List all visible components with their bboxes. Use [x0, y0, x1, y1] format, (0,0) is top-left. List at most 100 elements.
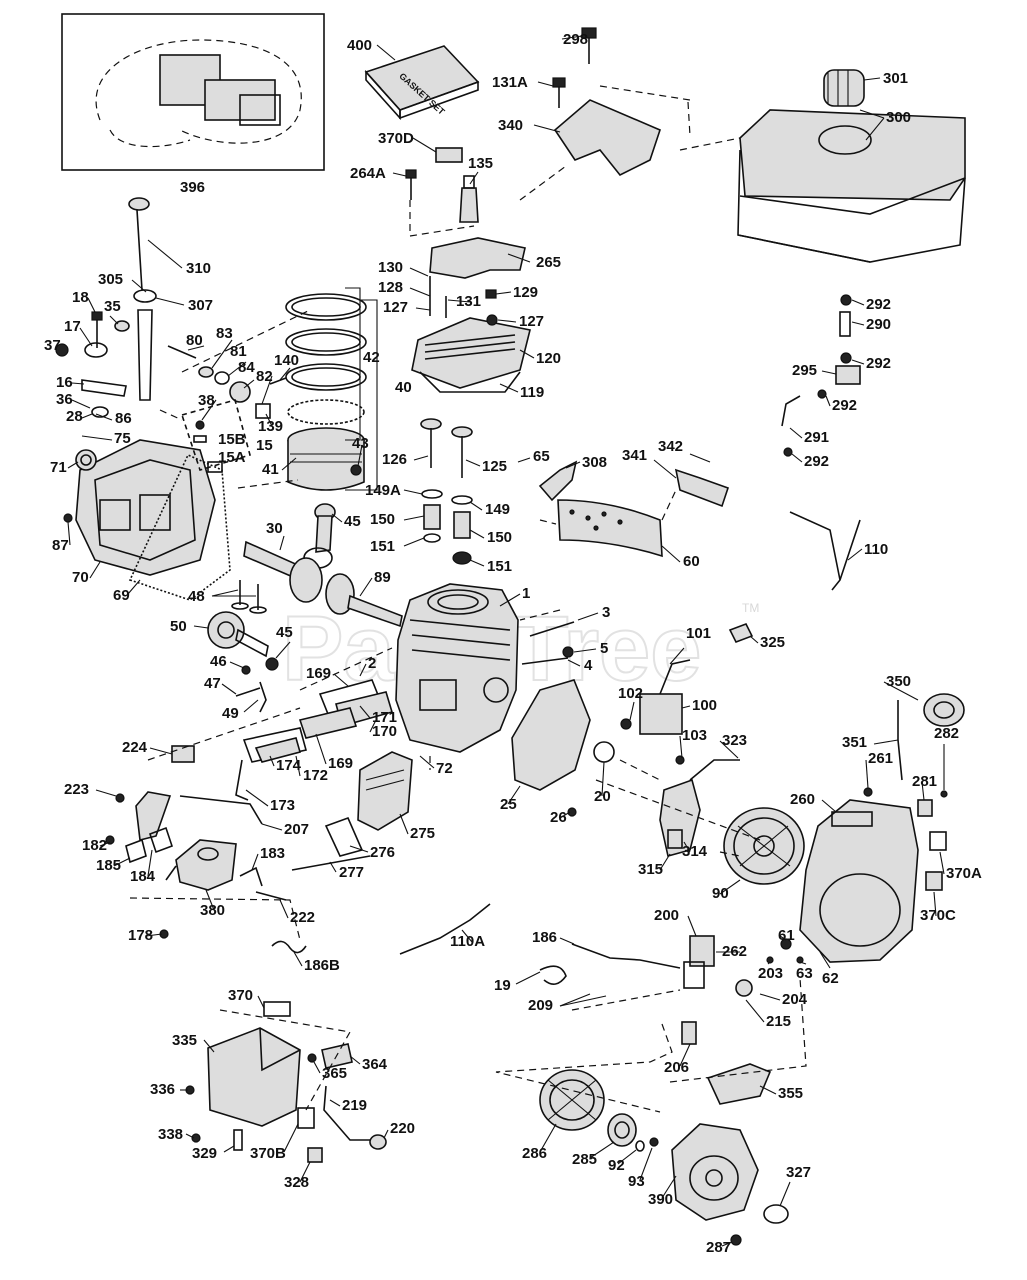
part-number-label: 282: [934, 725, 959, 742]
nut-287: [730, 1234, 742, 1246]
part-number-label: 215: [766, 1013, 791, 1030]
part-number-label: 223: [64, 781, 89, 798]
throttle-183: [239, 866, 263, 887]
part-number-label: 65: [533, 448, 550, 465]
carburetor: [105, 826, 237, 939]
leader-lines: [67, 35, 945, 1247]
bolt-261: [863, 787, 873, 797]
part-number-label: 149: [485, 501, 510, 518]
part-number-label: 340: [498, 117, 523, 134]
part-number-label: 178: [128, 927, 153, 944]
part-number-label: 19: [494, 977, 511, 994]
part-number-label: 17: [64, 318, 81, 335]
part-number-label: 287: [706, 1239, 731, 1256]
part-number-label: 292: [832, 397, 857, 414]
part-number-label: 171: [372, 709, 397, 726]
part-number-label: 130: [378, 259, 403, 276]
crankcase-cover: [63, 439, 216, 576]
part-number-label: 305: [98, 271, 123, 288]
part-number-label: 355: [778, 1085, 803, 1102]
part-number-label: 75: [114, 430, 131, 447]
head-plate: [429, 237, 526, 279]
part-number-label: 325: [760, 634, 785, 651]
part-number-label: 301: [883, 70, 908, 87]
spark-plug: [459, 175, 479, 223]
part-number-label: 260: [790, 791, 815, 808]
intake-elbow: [115, 745, 195, 841]
part-number-label: 90: [712, 885, 729, 902]
part-number-label: 102: [618, 685, 643, 702]
part-number-label: 49: [222, 705, 239, 722]
part-number-label: 186B: [304, 957, 340, 974]
part-number-label: 50: [170, 618, 187, 635]
part-number-label: 286: [522, 1145, 547, 1162]
governor-linkage: [55, 311, 130, 418]
part-number-label: 61: [778, 927, 795, 944]
part-number-label: 87: [52, 537, 69, 554]
gasket-set: GASKET SET: [364, 45, 480, 121]
part-number-label: 219: [342, 1097, 367, 1114]
watermark-trademark: TM: [742, 601, 759, 615]
valve-springs: [421, 489, 473, 565]
brake-assembly: [659, 778, 701, 857]
part-number-label: 103: [682, 727, 707, 744]
part-number-label: 84: [238, 359, 255, 376]
dipstick-tube: [128, 197, 157, 401]
part-number-label: 151: [487, 558, 512, 575]
part-number-label: 276: [370, 844, 395, 861]
part-number-label: 206: [664, 1059, 689, 1076]
part-number-label: 1: [522, 585, 530, 602]
handle-327: [763, 1204, 789, 1224]
engine-block: [395, 583, 519, 753]
part-number-label: 120: [536, 350, 561, 367]
part-number-label: 182: [82, 837, 107, 854]
part-number-label: 92: [608, 1157, 625, 1174]
part-number-label: 400: [347, 37, 372, 54]
bracket-15-group: [180, 399, 251, 473]
decal-370: [263, 1001, 291, 1017]
part-number-label: 172: [303, 767, 328, 784]
rod-207: [179, 795, 263, 825]
cylinder-head: [411, 317, 531, 393]
blower-housing: [799, 799, 919, 963]
bolt-131a: [552, 77, 566, 108]
part-number-label: 220: [390, 1120, 415, 1137]
part-number-label: 131A: [492, 74, 528, 91]
part-number-label: 173: [270, 797, 295, 814]
part-number-label: 350: [886, 673, 911, 690]
part-number-label: 89: [374, 569, 391, 586]
part-number-label: 390: [648, 1191, 673, 1208]
decal-370d: [435, 147, 463, 163]
part-number-label: 281: [912, 773, 937, 790]
part-number-label: 128: [378, 279, 403, 296]
part-number-label: 338: [158, 1126, 183, 1143]
starter-housing-390: [671, 1123, 759, 1221]
part-number-label: 63: [796, 965, 813, 982]
part-number-label: 83: [216, 325, 233, 342]
part-number-label: 275: [410, 825, 435, 842]
part-number-label: 127: [383, 299, 408, 316]
tube-173: [235, 759, 249, 801]
part-number-label: 60: [683, 553, 700, 570]
part-number-label: 69: [113, 587, 130, 604]
cable-110a: [399, 903, 491, 955]
rod-219: [323, 1085, 370, 1141]
part-number-label: 47: [204, 675, 221, 692]
part-number-label: 380: [200, 902, 225, 919]
part-number-label: 149A: [365, 482, 401, 499]
part-number-label: 28: [66, 408, 83, 425]
part-number-label: 101: [686, 625, 711, 642]
squiggle-186b: [271, 940, 307, 954]
camshaft: [207, 611, 269, 658]
part-number-label: 292: [866, 355, 891, 372]
decal-370b: [297, 1107, 315, 1129]
part-number-label: 26: [550, 809, 567, 826]
intake-gaskets: [242, 679, 394, 763]
part-number-label: 15A: [218, 449, 246, 466]
part-number-label: 70: [72, 569, 89, 586]
pulley-285: [607, 1113, 637, 1147]
part-number-label: 370A: [946, 865, 982, 882]
control-assembly-200: [683, 935, 804, 997]
fuel-tank: [737, 69, 966, 263]
